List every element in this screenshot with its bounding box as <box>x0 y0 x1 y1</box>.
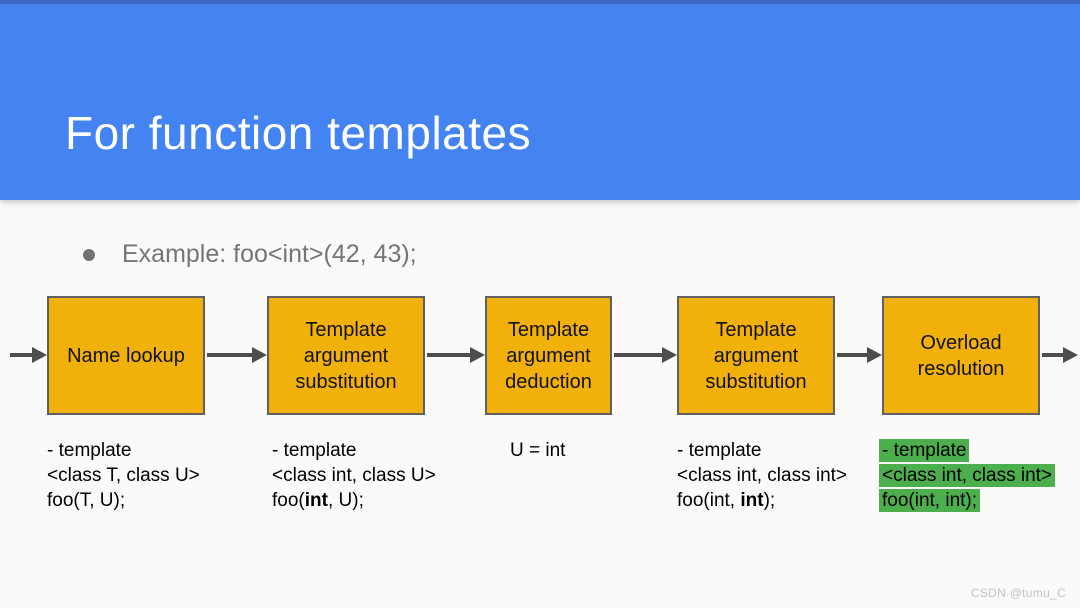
annotation-name-lookup: - template <class T, class U> foo(T, U); <box>47 438 200 513</box>
arrow-right-icon <box>470 347 485 363</box>
slide-title: For function templates <box>65 107 532 159</box>
arrow-shaft <box>10 353 34 357</box>
annotation-overload-result: - template <class int, class int> foo(in… <box>879 438 1056 513</box>
annotation-deduction: U = int <box>510 438 565 463</box>
annotation-line-highlighted: - template <box>879 438 1055 463</box>
arrow-shaft <box>207 353 254 357</box>
annotation-substitution-2: - template <class int, class int> foo(in… <box>677 438 847 513</box>
title-banner: For function templates <box>0 0 1080 200</box>
flow-box-overload-resolution: Overload resolution <box>882 296 1040 415</box>
arrow-shaft <box>427 353 472 357</box>
flow-box-label: Template argument substitution <box>295 318 397 393</box>
annotation-line: - template <box>677 440 762 461</box>
flow-box-label: Template argument substitution <box>705 318 807 393</box>
bullet-text: Example: foo<int>(42, 43); <box>122 240 417 268</box>
arrow-right-icon <box>32 347 47 363</box>
bullet-icon <box>83 249 95 261</box>
flow-box-label: Name lookup <box>67 344 185 367</box>
annotation-substitution-1: - template <class int, class U> foo(int,… <box>272 438 436 513</box>
annotation-line-highlighted: <class int, class int> <box>879 463 1056 488</box>
csdn-watermark: CSDN @tumu_C <box>970 586 1066 600</box>
annotation-line: <class T, class U> <box>47 465 200 486</box>
arrow-shaft <box>614 353 664 357</box>
arrow-shaft <box>1042 353 1065 357</box>
banner-top-strip <box>0 0 1080 4</box>
annotation-line: U = int <box>510 440 566 461</box>
annotation-line: foo(int, U); <box>272 490 364 511</box>
flow-box-label: Template argument deduction <box>505 318 592 393</box>
annotation-line: <class int, class U> <box>272 465 436 486</box>
flow-box-label: Overload resolution <box>917 331 1005 380</box>
flow-box-template-argument-substitution-2: Template argument substitution <box>677 296 835 415</box>
flow-box-template-argument-deduction: Template argument deduction <box>485 296 612 415</box>
arrow-right-icon <box>1063 347 1078 363</box>
annotation-line: <class int, class int> <box>677 465 848 486</box>
arrow-right-icon <box>252 347 267 363</box>
annotation-line-highlighted: foo(int, int); <box>879 488 1055 513</box>
arrow-right-icon <box>867 347 882 363</box>
annotation-line: - template <box>47 440 132 461</box>
arrow-right-icon <box>662 347 677 363</box>
annotation-line: foo(int, int); <box>677 490 776 511</box>
arrow-shaft <box>837 353 869 357</box>
flow-box-name-lookup: Name lookup <box>47 296 205 415</box>
annotation-line: - template <box>272 440 357 461</box>
flow-box-template-argument-substitution-1: Template argument substitution <box>267 296 425 415</box>
annotation-line: foo(T, U); <box>47 490 126 511</box>
